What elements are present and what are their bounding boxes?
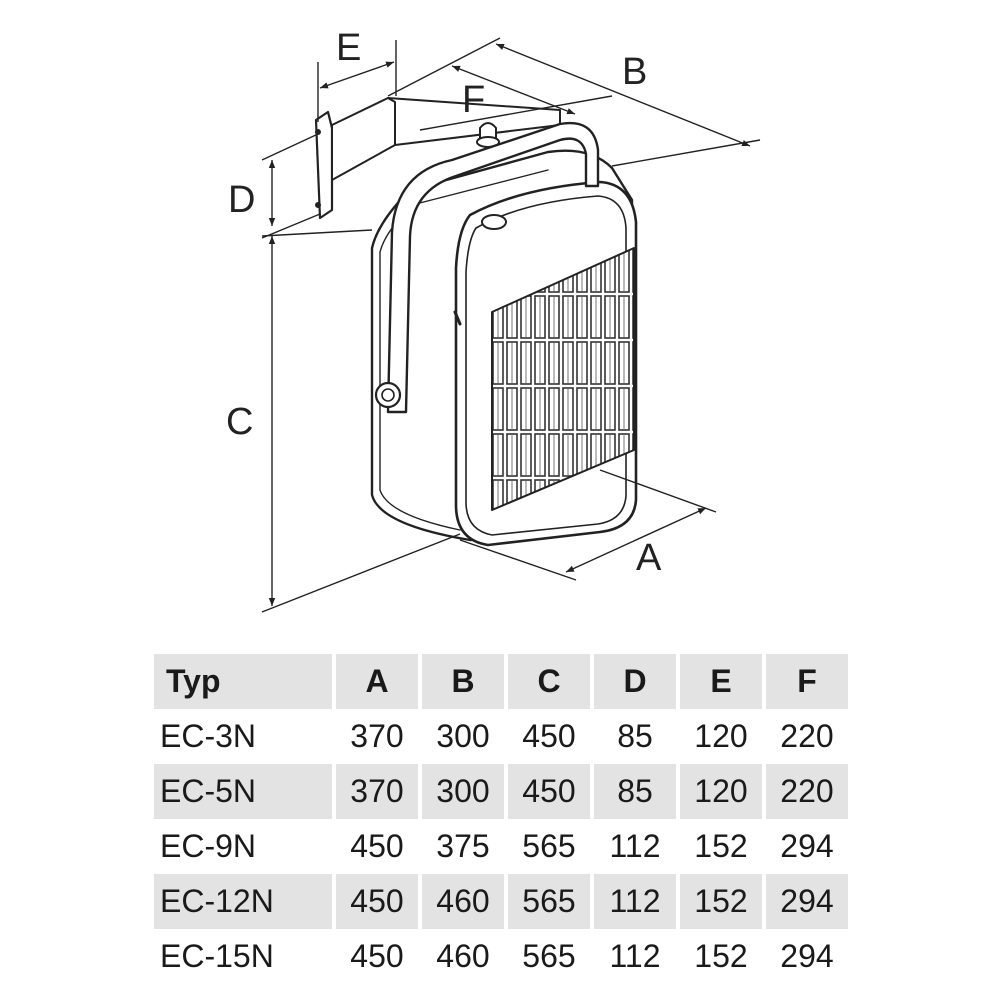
table-row: EC-3N 370 300 450 85 120 220 xyxy=(154,709,848,764)
cell-c: 565 xyxy=(522,938,576,974)
side-bolt xyxy=(374,381,402,409)
cell-typ: EC-15N xyxy=(160,938,274,974)
cell-d: 112 xyxy=(594,874,676,929)
cell-b: 375 xyxy=(436,828,490,864)
dim-label-f: F xyxy=(462,79,485,121)
cell-e: 152 xyxy=(694,938,748,974)
header-b: B xyxy=(422,654,504,709)
heater-dimension-drawing: E B F D C A xyxy=(226,27,761,613)
header-typ: Typ xyxy=(154,654,332,709)
cell-a: 450 xyxy=(336,874,418,929)
header-e: E xyxy=(680,654,762,709)
cell-typ: EC-12N xyxy=(154,874,332,929)
dim-label-c: C xyxy=(226,401,253,443)
cell-d: 85 xyxy=(594,764,676,819)
dim-label-a: A xyxy=(636,537,662,579)
mounting-handle xyxy=(386,121,600,414)
header-f: F xyxy=(766,654,848,709)
cell-f: 294 xyxy=(766,874,848,929)
thermostat-knob xyxy=(476,122,500,148)
table-row: EC-9N 450 375 565 112 152 294 xyxy=(154,819,848,874)
dimensions-table: Typ A B C D E F EC-3N 370 300 450 85 120… xyxy=(150,654,852,984)
cell-typ: EC-9N xyxy=(160,828,257,864)
cell-e: 152 xyxy=(680,874,762,929)
cell-c: 450 xyxy=(522,718,576,754)
cell-c: 450 xyxy=(508,764,590,819)
dimension-lines xyxy=(261,37,761,613)
cell-d: 112 xyxy=(609,828,661,864)
table-row: EC-12N 450 460 565 112 152 294 xyxy=(154,874,848,929)
cell-b: 300 xyxy=(422,764,504,819)
table-row: EC-5N 370 300 450 85 120 220 xyxy=(154,764,848,819)
cell-d: 112 xyxy=(609,938,661,974)
front-grille xyxy=(491,247,635,511)
dim-label-e: E xyxy=(336,27,361,69)
cell-f: 294 xyxy=(780,828,834,864)
cell-typ: EC-5N xyxy=(154,764,332,819)
dim-label-d: D xyxy=(228,179,255,221)
cell-a: 450 xyxy=(350,938,404,974)
cell-c: 565 xyxy=(508,874,590,929)
cell-e: 152 xyxy=(694,828,748,864)
heater-illustration xyxy=(314,97,638,547)
table-header-row: Typ A B C D E F xyxy=(154,654,848,709)
cell-a: 370 xyxy=(350,718,404,754)
cell-d: 85 xyxy=(617,718,653,754)
cell-b: 460 xyxy=(422,874,504,929)
cell-e: 120 xyxy=(680,764,762,819)
dim-label-b: B xyxy=(622,51,647,93)
header-d: D xyxy=(594,654,676,709)
header-a: A xyxy=(336,654,418,709)
cell-a: 370 xyxy=(336,764,418,819)
cell-f: 294 xyxy=(780,938,834,974)
cell-c: 565 xyxy=(522,828,576,864)
cell-f: 220 xyxy=(780,718,834,754)
cell-typ: EC-3N xyxy=(160,718,257,754)
cell-f: 220 xyxy=(766,764,848,819)
top-vent xyxy=(481,214,507,230)
cell-b: 460 xyxy=(436,938,490,974)
cell-e: 120 xyxy=(694,718,748,754)
cell-a: 450 xyxy=(350,828,404,864)
table-row: EC-15N 450 460 565 112 152 294 xyxy=(154,929,848,984)
header-c: C xyxy=(508,654,590,709)
cell-b: 300 xyxy=(436,718,490,754)
